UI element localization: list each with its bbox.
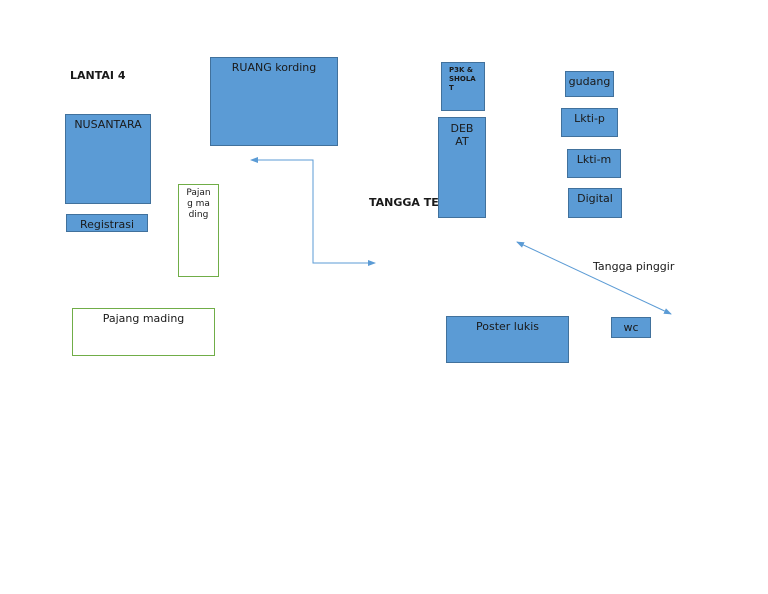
board-pajang-mading-vertical[interactable]: Pajang mading (178, 184, 219, 277)
room-registrasi[interactable]: Registrasi (66, 214, 148, 232)
room-nusantara-label: NUSANTARA (74, 118, 142, 131)
room-poster-lukis[interactable]: Poster lukis (446, 316, 569, 363)
board-pajang-mading-horizontal-label: Pajang mading (102, 312, 185, 325)
room-gudang-label: gudang (568, 75, 611, 88)
label-tangga-tengah: TANGGA TE (369, 196, 439, 209)
room-ruang-kording-label: RUANG kording (231, 61, 317, 74)
board-pajang-mading-vertical-label: Pajang mading (186, 188, 211, 220)
room-poster-lukis-label: Poster lukis (476, 320, 539, 333)
room-lkti-p[interactable]: Lkti-p (561, 108, 618, 137)
room-lkti-m[interactable]: Lkti-m (567, 149, 621, 178)
room-wc[interactable]: wc (611, 317, 651, 338)
room-registrasi-label: Registrasi (79, 218, 135, 231)
room-lkti-p-label: Lkti-p (574, 112, 605, 125)
room-lkti-m-label: Lkti-m (576, 153, 612, 166)
room-digital-label: Digital (577, 192, 613, 205)
room-nusantara[interactable]: NUSANTARA (65, 114, 151, 204)
diagonal-connector-arrow (516, 241, 672, 315)
room-debat-label: DEBAT (450, 122, 474, 148)
elbow-connector-arrow (250, 157, 376, 266)
room-wc-label: wc (623, 321, 639, 334)
room-p3k-sholat[interactable]: P3K & SHOLAT (441, 62, 485, 111)
room-gudang[interactable]: gudang (565, 71, 614, 97)
room-p3k-sholat-label: P3K & SHOLAT (449, 66, 476, 92)
room-digital[interactable]: Digital (568, 188, 622, 218)
room-ruang-kording[interactable]: RUANG kording (210, 57, 338, 146)
board-pajang-mading-horizontal[interactable]: Pajang mading (72, 308, 215, 356)
room-debat[interactable]: DEBAT (438, 117, 486, 218)
floor-label: LANTAI 4 (70, 69, 126, 82)
